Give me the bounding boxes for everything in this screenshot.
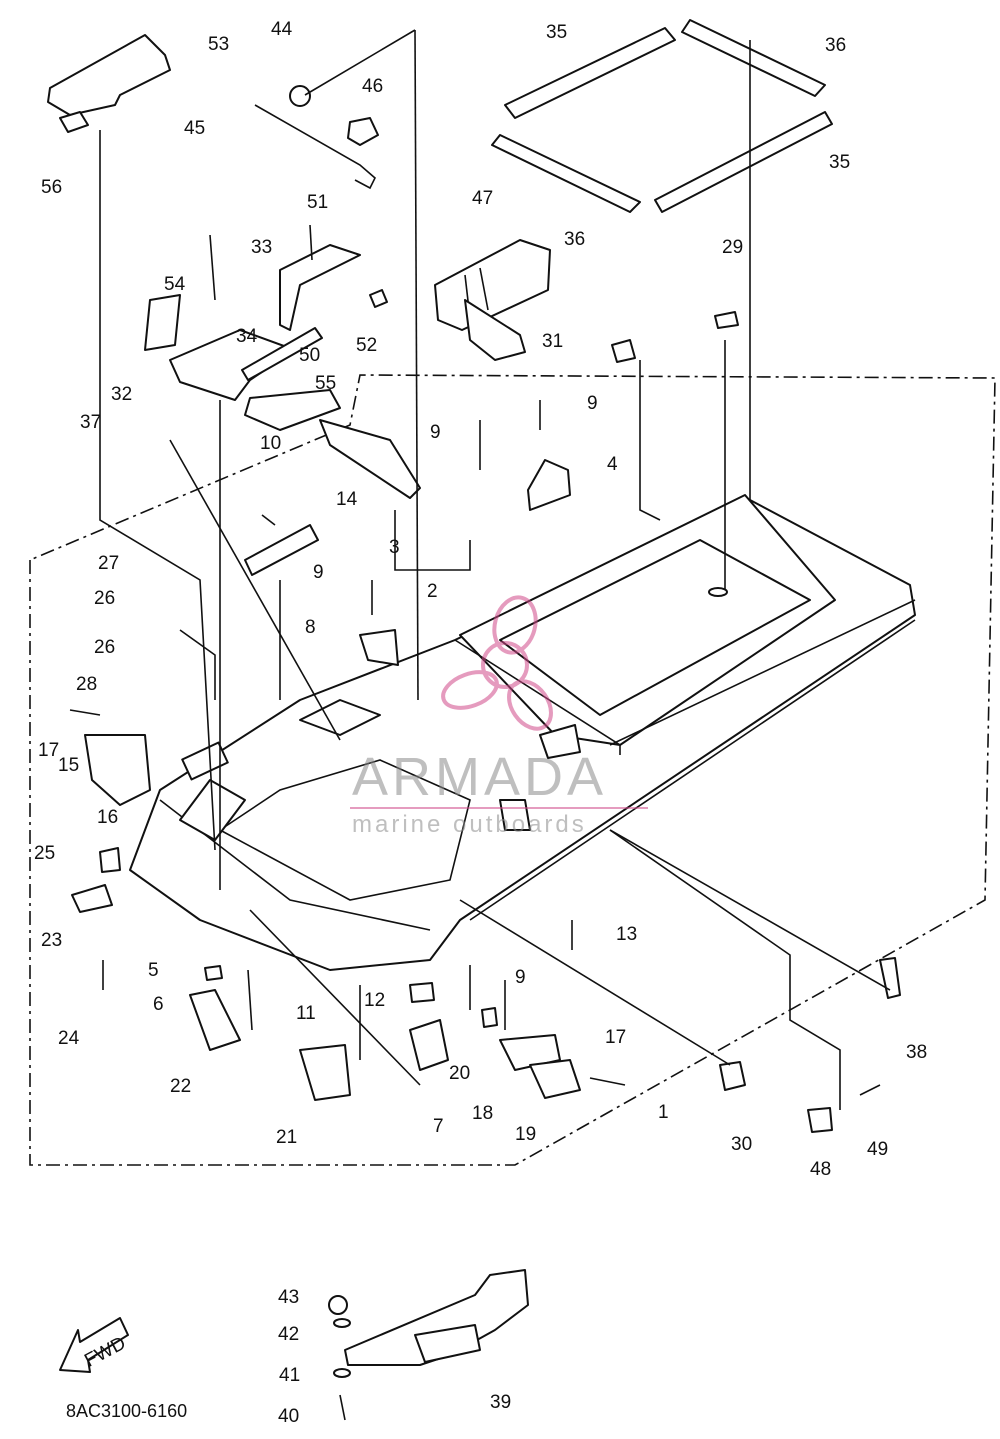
part-label: 2 (427, 581, 438, 602)
part-label: 36 (564, 229, 585, 250)
part-label: 54 (164, 274, 186, 295)
part-label: 3 (389, 537, 400, 558)
part-label: 20 (449, 1063, 470, 1084)
bracket-39 (328, 1269, 529, 1378)
leader-lines (99, 29, 891, 1110)
part-label: 50 (299, 345, 320, 366)
small-parts (69, 85, 901, 1421)
watermark: ARMADA marine outboards (350, 595, 648, 838)
part-label: 6 (153, 994, 164, 1015)
part-label: 7 (433, 1116, 444, 1137)
part-label: 48 (810, 1159, 831, 1180)
part-label: 17 (605, 1027, 626, 1048)
part-label: 4 (607, 454, 618, 475)
part-label: 33 (251, 237, 272, 258)
main-frame (129, 494, 916, 971)
part-label: 9 (313, 562, 324, 583)
part-label: 14 (336, 489, 358, 510)
part-label: 19 (515, 1124, 536, 1145)
part-label: 35 (546, 22, 567, 43)
propeller-logo-icon (441, 595, 553, 731)
part-label: 46 (362, 76, 383, 97)
part-label: 44 (271, 19, 293, 40)
watermark-tagline: marine outboards (352, 811, 587, 838)
part-label: 41 (279, 1365, 300, 1386)
part-label: 47 (472, 188, 493, 209)
part-label: 1 (658, 1102, 669, 1123)
part-label: 9 (430, 422, 441, 443)
part-label: 17 (38, 740, 59, 761)
part-label: 42 (278, 1324, 299, 1345)
part-label: 5 (148, 960, 159, 981)
part-label: 10 (260, 433, 281, 454)
part-label: 26 (94, 637, 115, 658)
part-label: 32 (111, 384, 132, 405)
part-label: 21 (276, 1127, 297, 1148)
part-labels: 1 2 3 4 5 6 7 8 9 9 9 9 10 11 12 13 14 1… (34, 19, 927, 1427)
part-label: 43 (278, 1287, 299, 1308)
fwd-arrow-icon: FWD (59, 1317, 129, 1373)
part-label: 22 (170, 1076, 191, 1097)
part-label: 49 (867, 1139, 888, 1160)
drawing-code: 8AC3100-6160 (66, 1401, 187, 1421)
part-label: 31 (542, 331, 563, 352)
part-label: 37 (80, 412, 101, 433)
part-label: 36 (825, 35, 846, 56)
part-label: 9 (515, 967, 526, 988)
part-label: 38 (906, 1042, 927, 1063)
part-label: 45 (184, 118, 205, 139)
part-label: 8 (305, 617, 316, 638)
bracket-53 (47, 34, 171, 133)
watermark-brand: ARMADA (352, 747, 607, 807)
assembly-boundary (29, 374, 996, 1166)
part-label: 28 (76, 674, 97, 695)
part-label: 24 (58, 1028, 80, 1049)
part-label: 40 (278, 1406, 299, 1427)
part-label: 56 (41, 177, 62, 198)
part-label: 12 (364, 990, 385, 1011)
part-label: 25 (34, 843, 55, 864)
part-label: 23 (41, 930, 62, 951)
part-label: 27 (98, 553, 119, 574)
part-label: 51 (307, 192, 328, 213)
part-label: 34 (236, 326, 258, 347)
part-label: 52 (356, 335, 377, 356)
part-label: 53 (208, 34, 229, 55)
frame-pads-35-36 (491, 19, 833, 213)
part-label: 29 (722, 237, 743, 258)
part-label: 13 (616, 924, 637, 945)
part-label: 39 (490, 1392, 511, 1413)
part-label: 35 (829, 152, 850, 173)
part-label: 30 (731, 1134, 752, 1155)
part-label: 18 (472, 1103, 493, 1124)
part-label: 11 (296, 1003, 316, 1024)
part-label: 26 (94, 588, 115, 609)
part-label: 55 (315, 373, 336, 394)
part-label: 15 (58, 755, 79, 776)
part-label: 9 (587, 393, 598, 414)
part-label: 16 (97, 807, 118, 828)
